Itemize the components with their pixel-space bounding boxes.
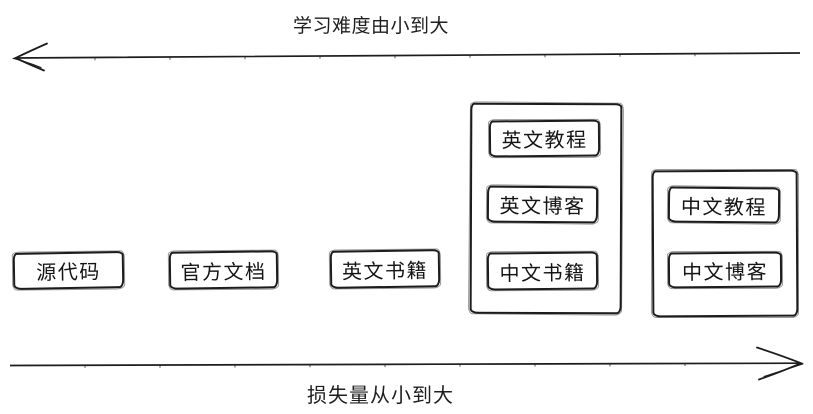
box-chinese-books: 中文书籍 <box>486 251 599 291</box>
box-chinese-tutorials: 中文教程 <box>667 186 781 224</box>
box-source-code-label: 源代码 <box>36 261 101 285</box>
box-chinese-books-label: 中文书籍 <box>499 262 586 285</box>
box-english-tutorials: 英文教程 <box>488 119 601 158</box>
right-arrow-icon <box>9 346 804 381</box>
box-chinese-blogs: 中文博客 <box>667 251 783 289</box>
loss-axis-label: 损失量从小到大 <box>307 385 454 407</box>
left-arrow-icon <box>12 42 801 72</box>
box-english-books-label: 英文书籍 <box>341 259 429 284</box>
box-english-tutorials-label: 英文教程 <box>501 129 588 153</box>
box-chinese-blogs-label: 中文博客 <box>681 261 769 284</box>
box-english-books: 英文书籍 <box>329 249 441 289</box>
box-official-docs: 官方文档 <box>168 250 279 290</box>
box-english-blogs: 英文博客 <box>486 185 599 224</box>
box-chinese-tutorials-label: 中文教程 <box>680 196 768 219</box>
box-english-blogs-label: 英文博客 <box>499 195 586 219</box>
difficulty-axis-label: 学习难度由小到大 <box>293 16 450 37</box>
box-source-code: 源代码 <box>12 251 125 290</box>
box-official-docs-label: 官方文档 <box>180 260 267 285</box>
